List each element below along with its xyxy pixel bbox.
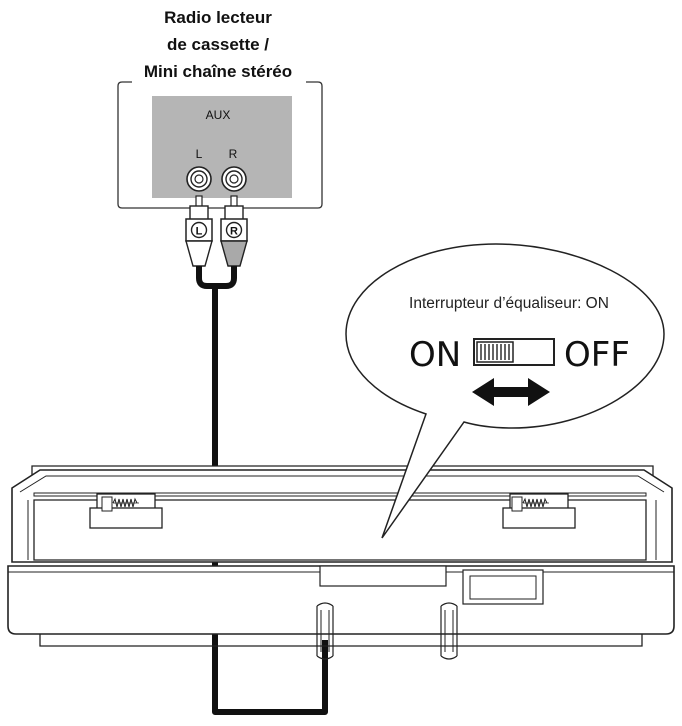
- device-title-line-3: Mini chaîne stéréo: [144, 62, 292, 81]
- rear-slot: [319, 565, 447, 587]
- callout-text: Interrupteur d’équaliseur: ON: [409, 295, 609, 312]
- equalizer-callout: Interrupteur d’équaliseur: ON ON OFF: [345, 243, 665, 539]
- equalizer-switch: ON OFF: [409, 335, 630, 375]
- switch-on-label: ON: [409, 335, 461, 375]
- left-hinge: [89, 493, 163, 529]
- right-jack-label: R: [229, 147, 238, 161]
- right-plug-marker: R: [230, 226, 238, 238]
- left-plug-marker: L: [196, 226, 203, 238]
- device-title-line-2: de cassette /: [167, 35, 269, 54]
- output-cable-right: [440, 602, 458, 660]
- right-rca-plug: R: [220, 195, 248, 267]
- switch-knob: [476, 341, 514, 363]
- switch-off-label: OFF: [564, 335, 630, 375]
- external-device: AUX L R: [117, 81, 323, 209]
- left-jack-label: L: [196, 147, 203, 161]
- right-hinge: [502, 493, 576, 529]
- slide-direction-arrow-icon: [472, 378, 550, 406]
- aux-label: AUX: [206, 108, 231, 122]
- device-title: Radio lecteur de cassette / Mini chaîne …: [144, 8, 292, 81]
- left-rca-plug: L: [185, 195, 213, 267]
- device-title-line-1: Radio lecteur: [164, 8, 272, 27]
- left-rca-jack: [186, 166, 212, 192]
- turntable: [7, 465, 675, 660]
- output-cable-left: [316, 602, 334, 660]
- right-rca-jack: [221, 166, 247, 192]
